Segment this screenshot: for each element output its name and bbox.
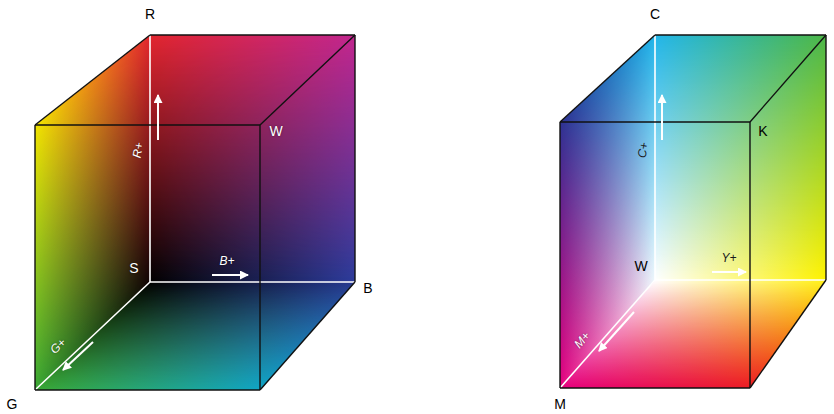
cube-face — [35, 282, 375, 390]
cube-edge — [560, 387, 750, 388]
axis-label: M+ — [572, 330, 592, 351]
cube-edge — [35, 389, 260, 390]
corner-label: R — [145, 7, 155, 21]
corner-label: W — [634, 259, 647, 273]
axis-label: Y+ — [721, 252, 736, 264]
axis-label: G+ — [48, 336, 68, 356]
axis-arrow — [712, 271, 746, 273]
cube-edge — [260, 282, 355, 390]
axis-line — [654, 35, 656, 280]
cube-edge — [655, 34, 826, 35]
cube-edge — [825, 35, 826, 280]
cube-edge — [559, 122, 560, 388]
corner-label: B — [363, 281, 372, 295]
cube-edge — [35, 124, 260, 125]
cube-face — [560, 280, 834, 388]
axis-label: R+ — [131, 141, 146, 159]
axis-line — [35, 282, 150, 390]
corner-label: W — [269, 124, 282, 138]
axis-line — [560, 280, 655, 388]
cube-edge — [749, 122, 750, 388]
cube-edge — [34, 125, 35, 390]
corner-label: S — [129, 261, 138, 275]
axis-arrow — [599, 312, 634, 351]
cube-edge — [560, 121, 750, 122]
corner-label: G — [7, 397, 18, 411]
cube-edge — [259, 125, 260, 390]
cube-edge — [150, 34, 355, 35]
corner-label: C — [650, 7, 660, 21]
axis-arrow — [63, 342, 93, 370]
axis-line — [655, 279, 826, 281]
cube-edge — [354, 35, 355, 282]
cube-face — [150, 35, 355, 282]
axis-label: C+ — [636, 141, 651, 159]
axis-arrow — [157, 95, 159, 140]
axis-arrow — [661, 95, 663, 140]
axis-line — [149, 35, 151, 282]
axis-label: B+ — [219, 255, 234, 267]
cube-face — [655, 35, 826, 280]
cube-edge — [260, 35, 355, 125]
cube-edge — [560, 35, 655, 122]
corner-label: K — [758, 124, 767, 138]
cube-edge — [35, 35, 150, 125]
cube-edge — [750, 280, 826, 388]
cube-edge — [750, 35, 826, 122]
axis-line — [150, 281, 355, 283]
axis-arrow — [212, 274, 248, 276]
corner-label: M — [554, 397, 566, 411]
